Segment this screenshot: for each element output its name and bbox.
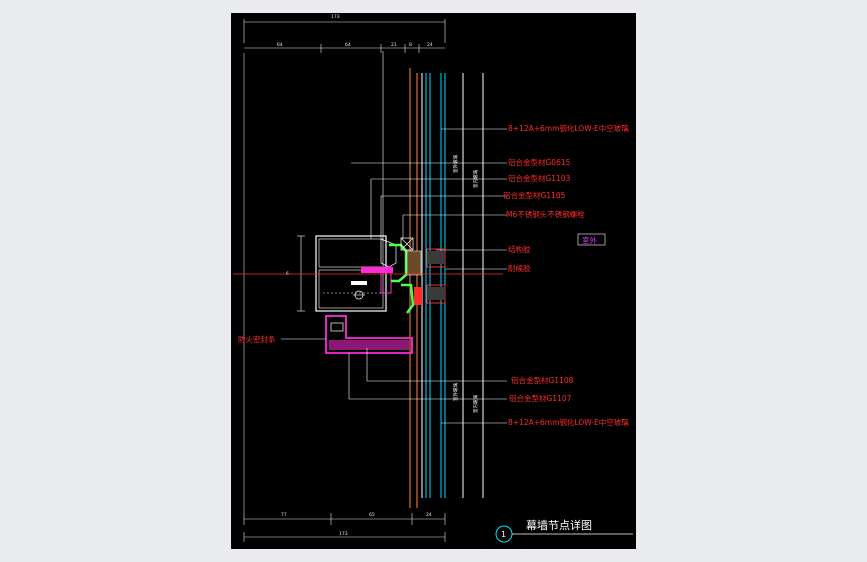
profile-section: 6 bbox=[286, 235, 446, 354]
dim-top-total: 173 bbox=[331, 14, 340, 20]
label-profile-5: 铝合金型材G1107 bbox=[509, 393, 572, 403]
dim-bottom-a: 77 bbox=[281, 512, 287, 518]
outdoor-tag-box bbox=[577, 233, 606, 246]
vert-label-1: 室外玻璃 bbox=[452, 155, 459, 173]
label-glass-top: 8+12A+6mm钢化LOW-E中空玻璃 bbox=[508, 123, 629, 133]
vert-label-4: 室内玻璃 bbox=[472, 395, 479, 413]
label-profile-2: 铝合金型材G1103 bbox=[508, 173, 571, 183]
dim-top-b: 64 bbox=[345, 42, 351, 48]
drawing-title: 幕墙节点详图 bbox=[526, 518, 592, 532]
outdoor-tag: 室外 bbox=[582, 235, 597, 245]
glass-lines bbox=[382, 51, 484, 508]
dim-bottom-c: 24 bbox=[426, 512, 432, 518]
label-struct-glue: 结构胶 bbox=[508, 244, 531, 254]
dim-top-e: 24 bbox=[427, 42, 433, 48]
label-weather-glue: 耐候胶 bbox=[508, 263, 531, 273]
label-profile-1: 铝合金型材G0615 bbox=[508, 157, 571, 167]
dim-bottom-b: 65 bbox=[369, 512, 375, 518]
label-glass-bottom: 8+12A+6mm钢化LOW-E中空玻璃 bbox=[508, 417, 629, 427]
label-fire-seal: 防火密封条 bbox=[238, 334, 276, 344]
dim-top-c: 21 bbox=[391, 42, 397, 48]
top-dimensions bbox=[243, 19, 446, 53]
label-bolt: M6不锈钢头不锈钢螺栓 bbox=[506, 209, 585, 219]
label-profile-4: 铝合金型材G1108 bbox=[511, 375, 574, 385]
bottom-dimensions bbox=[243, 513, 446, 542]
detail-number: 1 bbox=[501, 530, 506, 539]
drawing-sheet[interactable]: 173 64 64 21 8 24 室外玻璃 bbox=[231, 13, 636, 549]
dim-bottom-total: 173 bbox=[339, 531, 348, 537]
leader-lines bbox=[281, 128, 507, 424]
vert-label-3: 室外玻璃 bbox=[452, 383, 459, 401]
detail-drawing: 173 64 64 21 8 24 室外玻璃 bbox=[233, 14, 633, 543]
dim-top-d: 8 bbox=[409, 42, 412, 48]
label-profile-3: 铝合金型材G1105 bbox=[503, 190, 566, 200]
dim-top-a: 64 bbox=[277, 42, 283, 48]
